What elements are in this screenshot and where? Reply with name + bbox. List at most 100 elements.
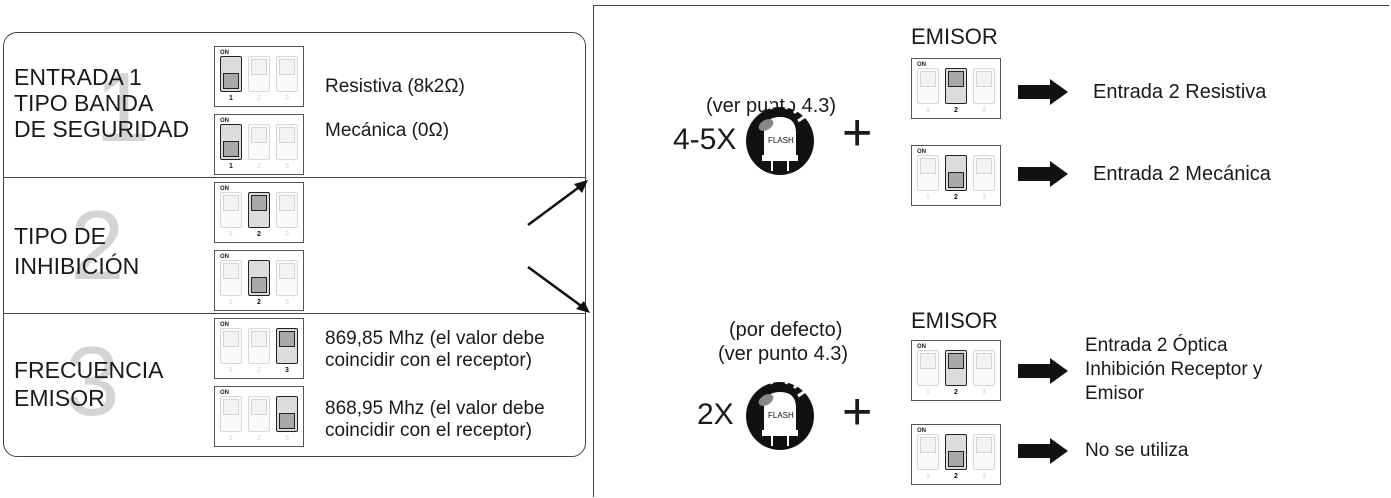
dip-switch-slot [973, 434, 995, 470]
dip-number: 2 [257, 435, 261, 442]
dip-switch-slot [276, 260, 298, 296]
dip-number: 1 [926, 107, 930, 114]
dip-on-label: ON [220, 322, 229, 328]
dip-lever [223, 195, 239, 211]
dip-number: 1 [926, 473, 930, 480]
section-label: ENTRADA 1 TIPO BANDA DE SEGURIDAD [14, 64, 190, 142]
dip-switch-slot [973, 68, 995, 104]
dip-switch: ON 1 2 3 [214, 182, 304, 243]
dip-switch: ON 1 2 3 [911, 145, 1001, 206]
option-text: 869,85 Mhz (el valor debe coincidir con … [325, 328, 545, 371]
right-arrow-icon [1018, 358, 1068, 384]
dip-lever [920, 353, 936, 369]
dip-switch-slot [945, 155, 967, 191]
dip-switch: ON 1 2 3 [214, 318, 304, 379]
result-text: Entrada 2 Óptica Inhibición Receptor y E… [1085, 335, 1263, 404]
dip-switch-slot [945, 350, 967, 386]
dip-lever [976, 158, 992, 174]
dip-number: 3 [285, 367, 289, 374]
dip-lever [920, 437, 936, 453]
dip-switch-slot [945, 68, 967, 104]
dip-number: 3 [982, 473, 986, 480]
dip-lever [948, 172, 964, 188]
dip-lever [976, 353, 992, 369]
right-panel [593, 5, 1389, 497]
dip-switch-slot [917, 350, 939, 386]
section-number: 3 [65, 326, 120, 436]
dip-lever [279, 59, 295, 75]
option-text: Resistiva (8k2Ω) [325, 76, 465, 97]
dip-lever [223, 399, 239, 415]
dip-switch: ON 1 2 3 [214, 386, 304, 447]
flash-label: FLASH [768, 411, 794, 420]
dip-switch-slot [917, 68, 939, 104]
dip-lever [976, 71, 992, 87]
dip-number: 2 [954, 389, 958, 396]
dip-switch: ON 1 2 3 [911, 58, 1001, 119]
dip-switch: ON 1 2 3 [214, 114, 304, 175]
dip-number: 2 [954, 473, 958, 480]
dip-number: 3 [982, 389, 986, 396]
dip-lever [279, 195, 295, 211]
dip-switch-slot [248, 124, 270, 160]
dip-lever [948, 451, 964, 467]
plus-sign: + [842, 104, 873, 162]
dip-number: 3 [285, 231, 289, 238]
option-text: Mecánica (0Ω) [325, 120, 450, 141]
dip-number: 3 [285, 299, 289, 306]
dip-lever [251, 331, 267, 347]
right-arrow-icon [1018, 438, 1068, 464]
dip-lever [976, 437, 992, 453]
dip-on-label: ON [220, 390, 229, 396]
option-text: 868,95 Mhz (el valor debe coincidir con … [325, 398, 545, 441]
result-text: No se utiliza [1085, 440, 1189, 461]
dip-number: 3 [285, 95, 289, 102]
emisor-title: EMISOR [911, 24, 998, 49]
dip-on-label: ON [917, 62, 926, 68]
dip-number: 2 [257, 299, 261, 306]
dip-number: 1 [229, 231, 233, 238]
dip-switch-slot [917, 434, 939, 470]
dip-lever [948, 71, 964, 87]
dip-number: 2 [954, 107, 958, 114]
dip-switch-slot [917, 155, 939, 191]
plus-sign: + [842, 383, 873, 441]
dip-lever [251, 277, 267, 293]
section-label: TIPO DE INHIBICIÓN [14, 223, 140, 279]
dip-on-label: ON [917, 149, 926, 155]
dip-switch-slot [276, 56, 298, 92]
flash-icon: FLASH [742, 370, 818, 456]
dip-switch-slot [276, 124, 298, 160]
result-text: Entrada 2 Mecánica [1093, 163, 1271, 185]
section-divider [3, 313, 586, 314]
dip-number: 1 [229, 435, 233, 442]
dip-lever [948, 353, 964, 369]
dip-switch: ON 1 2 3 [911, 340, 1001, 401]
dip-switch-slot [973, 155, 995, 191]
dip-lever [223, 73, 239, 89]
section-number: 2 [70, 190, 125, 300]
dip-lever [279, 331, 295, 347]
dip-switch-slot [220, 396, 242, 432]
dip-switch-slot [220, 124, 242, 160]
dip-number: 1 [229, 299, 233, 306]
dip-number: 1 [229, 95, 233, 102]
dip-switch-slot [220, 328, 242, 364]
dip-on-label: ON [220, 254, 229, 260]
flash-count: 2X [697, 398, 734, 431]
flash-icon: FLASH [742, 95, 818, 181]
dip-switch: ON 1 2 3 [214, 250, 304, 311]
note-text: (por defecto) (ver punto 4.3) [718, 319, 849, 365]
flash-label: FLASH [768, 136, 794, 145]
dip-switch-slot [248, 56, 270, 92]
dip-switch-slot [248, 192, 270, 228]
dip-lever [251, 59, 267, 75]
dip-number: 3 [285, 435, 289, 442]
dip-lever [223, 141, 239, 157]
dip-switch-slot [973, 350, 995, 386]
dip-number: 2 [257, 367, 261, 374]
left-panel [3, 32, 586, 457]
dip-switch: ON 1 2 3 [214, 46, 304, 107]
connector-arrows [527, 180, 590, 313]
section-label: FRECUENCIA EMISOR [14, 357, 164, 411]
